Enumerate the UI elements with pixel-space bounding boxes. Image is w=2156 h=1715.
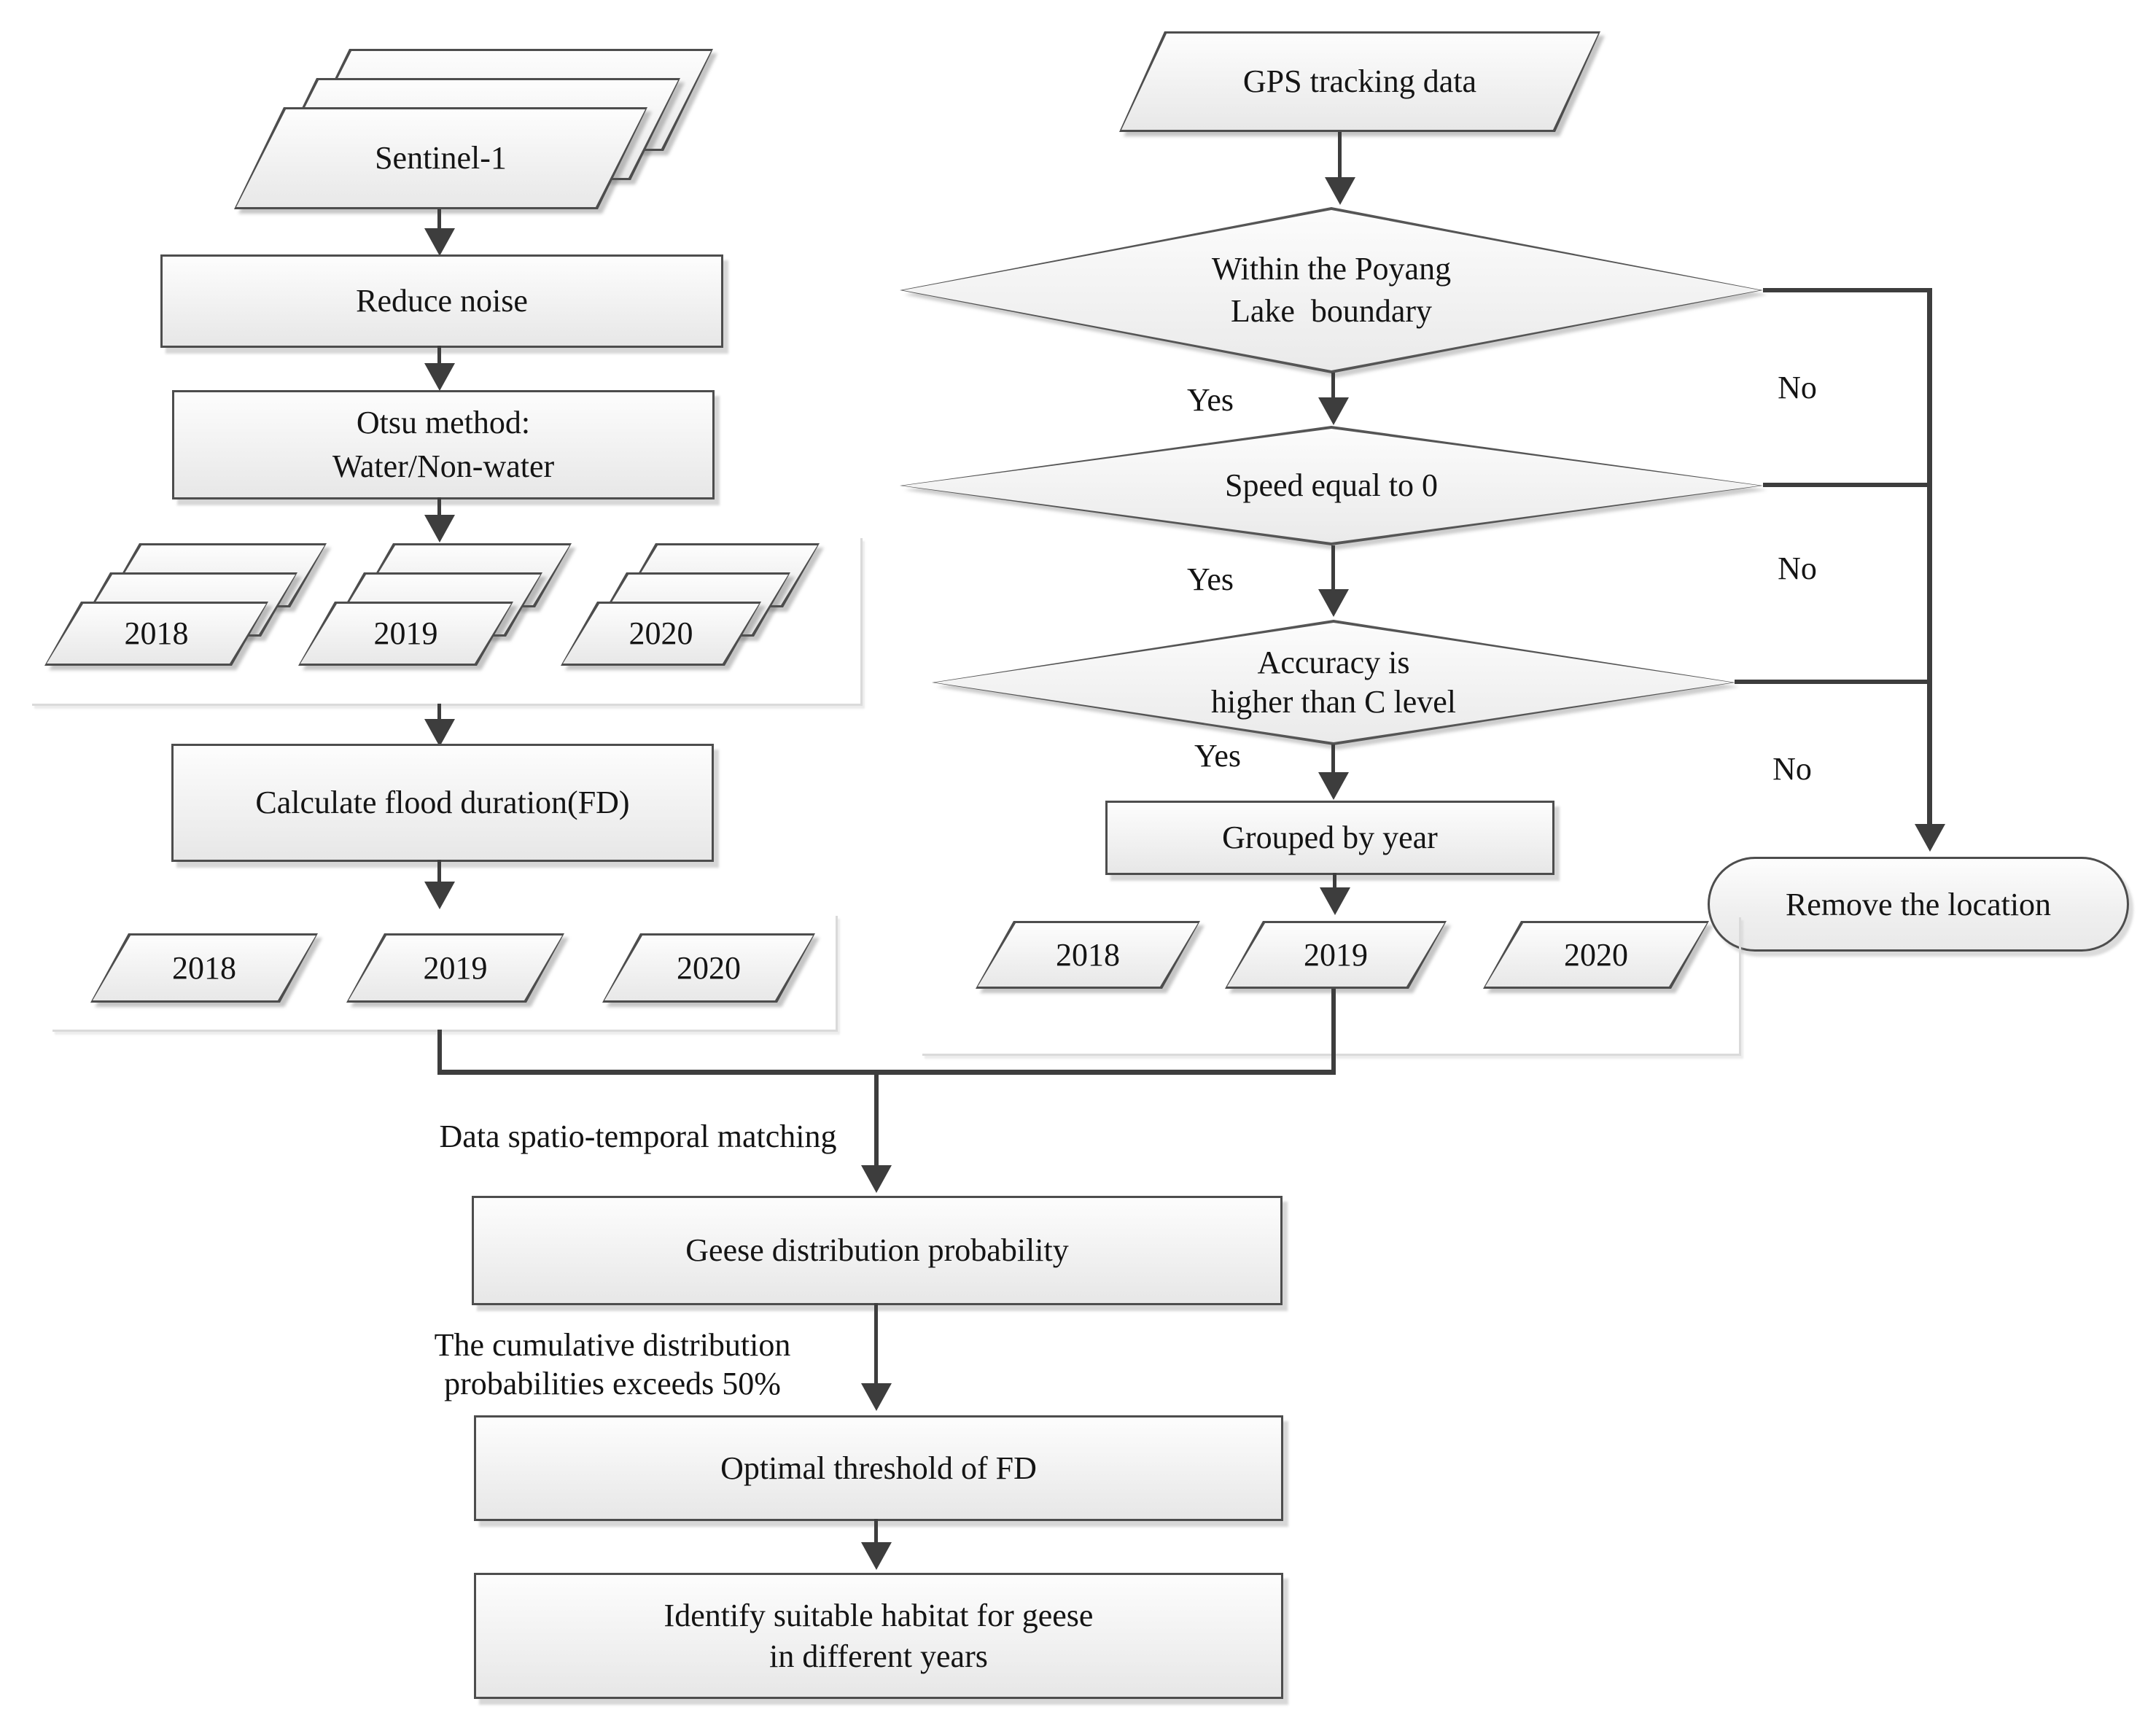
remove-location-node: Remove the location <box>1708 857 2129 952</box>
year2019-fd-node: 2019 <box>346 933 564 1003</box>
arrowhead-gps-d1 <box>1325 177 1355 205</box>
arrowhead-no-remove <box>1915 824 1945 852</box>
no-label-3: No <box>1772 751 1812 787</box>
year2020-stack-label: 2020 <box>628 615 693 651</box>
merge-drop-line <box>874 1070 879 1167</box>
decision-accuracy-line2: higher than C level <box>1210 684 1456 720</box>
arrow-gps-d1 <box>1338 132 1342 179</box>
arrow-d3-grouped <box>1331 744 1335 774</box>
no3-line <box>1735 680 1932 684</box>
arrow-optimal-identify <box>874 1519 878 1544</box>
arrow-years-calc <box>437 704 441 721</box>
year2019-stack-node: 2019 <box>298 602 513 666</box>
calc-flood-node: Calculate flood duration(FD) <box>171 744 714 862</box>
yes-label-1: Yes <box>1186 382 1234 418</box>
arrowhead-optimal-identify <box>861 1542 892 1570</box>
year2018-stack-node: 2018 <box>44 602 268 666</box>
arrow-calc-fdyears <box>437 860 441 883</box>
matching-label: Data spatio-temporal matching <box>439 1119 837 1154</box>
arrowhead-reduce-otsu <box>424 363 455 391</box>
arrow-grouped-years <box>1333 873 1336 889</box>
decision-speed-label: Speed equal to 0 <box>1224 467 1439 503</box>
merge-left-line <box>437 1030 442 1072</box>
arrow-otsu-years <box>437 497 441 516</box>
year2019-gps-node: 2019 <box>1225 921 1447 989</box>
merge-horizontal-line <box>437 1070 1336 1075</box>
decision-accuracy-node: Accuracy is higher than C level <box>932 620 1735 745</box>
identify-habitat-line1: Identify suitable habitat for geese <box>663 1597 1094 1633</box>
no-label-2: No <box>1778 551 1817 586</box>
cumulative-label-line2: probabilities exceeds 50% <box>444 1366 781 1401</box>
otsu-label-line2: Water/Non-water <box>332 448 555 484</box>
yes-label-3: Yes <box>1194 738 1242 774</box>
no1-line <box>1763 288 1932 292</box>
arrowhead-otsu-years <box>424 515 455 542</box>
arrowhead-d3-grouped <box>1318 772 1349 800</box>
year2018-gps-node: 2018 <box>976 921 1200 989</box>
gps-node: GPS tracking data <box>1119 31 1600 132</box>
year2018-gps-label: 2018 <box>1056 936 1120 973</box>
decision-speed-node: Speed equal to 0 <box>900 426 1763 545</box>
no-label-1: No <box>1778 370 1817 405</box>
arrow-d1-d2 <box>1331 373 1335 399</box>
identify-habitat-node: Identify suitable habitat for geese in d… <box>474 1573 1283 1699</box>
sentinel-node: Sentinel-1 <box>234 107 647 209</box>
year2020-gps-node: 2020 <box>1483 921 1709 989</box>
arrowhead-grouped-years <box>1320 887 1350 915</box>
merge-right-line <box>1331 989 1336 1075</box>
year2020-fd-node: 2020 <box>602 933 815 1003</box>
year2020-stack-node: 2020 <box>561 602 761 666</box>
geese-probability-label: Geese distribution probability <box>685 1232 1069 1268</box>
sentinel-label: Sentinel-1 <box>375 140 507 176</box>
no2-line <box>1763 483 1932 487</box>
cumulative-label: The cumulative distribution probabilitie… <box>379 1326 846 1403</box>
left-years-stacked-panel <box>32 538 863 706</box>
optimal-threshold-node: Optimal threshold of FD <box>474 1415 1283 1521</box>
arrowhead-merge-geese <box>861 1165 892 1193</box>
year2018-fd-label: 2018 <box>172 949 236 986</box>
arrow-geese-optimal <box>874 1303 878 1385</box>
remove-location-label: Remove the location <box>1785 886 2052 922</box>
no-column-line <box>1927 288 1932 825</box>
gps-label: GPS tracking data <box>1242 63 1477 99</box>
arrowhead-d2-d3 <box>1318 589 1349 617</box>
arrowhead-years-calc <box>424 719 455 747</box>
identify-habitat-line2: in different years <box>769 1638 988 1674</box>
arrowhead-calc-fdyears <box>424 882 455 909</box>
geese-probability-node: Geese distribution probability <box>472 1196 1283 1305</box>
grouped-node: Grouped by year <box>1105 801 1554 875</box>
year2019-stack-label: 2019 <box>373 615 438 651</box>
year2020-gps-label: 2020 <box>1564 936 1628 973</box>
year2018-fd-node: 2018 <box>90 933 318 1003</box>
calc-flood-label: Calculate flood duration(FD) <box>255 785 630 820</box>
yes-label-2: Yes <box>1186 561 1234 597</box>
year2019-gps-label: 2019 <box>1304 936 1368 973</box>
left-years-fd-panel <box>52 916 838 1032</box>
year2019-fd-label: 2019 <box>423 949 488 986</box>
decision-accuracy-line1: Accuracy is <box>1257 645 1410 680</box>
decision-poyang-line1: Within the Poyang <box>1211 251 1452 287</box>
grouped-label: Grouped by year <box>1222 820 1438 855</box>
arrow-d2-d3 <box>1331 545 1335 591</box>
arrowhead-d1-d2 <box>1318 397 1349 425</box>
arrow-sentinel-reduce <box>437 209 441 230</box>
arrowhead-sentinel-reduce <box>424 228 455 256</box>
arrowhead-geese-optimal <box>861 1383 892 1411</box>
arrow-reduce-otsu <box>437 346 441 365</box>
cumulative-label-line1: The cumulative distribution <box>434 1327 791 1363</box>
year2020-fd-label: 2020 <box>677 949 741 986</box>
optimal-threshold-label: Optimal threshold of FD <box>720 1450 1037 1486</box>
otsu-node: Otsu method: Water/Non-water <box>172 390 715 499</box>
reduce-noise-node: Reduce noise <box>160 254 723 348</box>
reduce-noise-label: Reduce noise <box>356 283 528 319</box>
year2018-stack-label: 2018 <box>124 615 189 651</box>
decision-poyang-line2: Lake boundary <box>1230 293 1433 329</box>
otsu-label-line1: Otsu method: <box>356 405 531 440</box>
decision-poyang-node: Within the Poyang Lake boundary <box>900 207 1763 373</box>
